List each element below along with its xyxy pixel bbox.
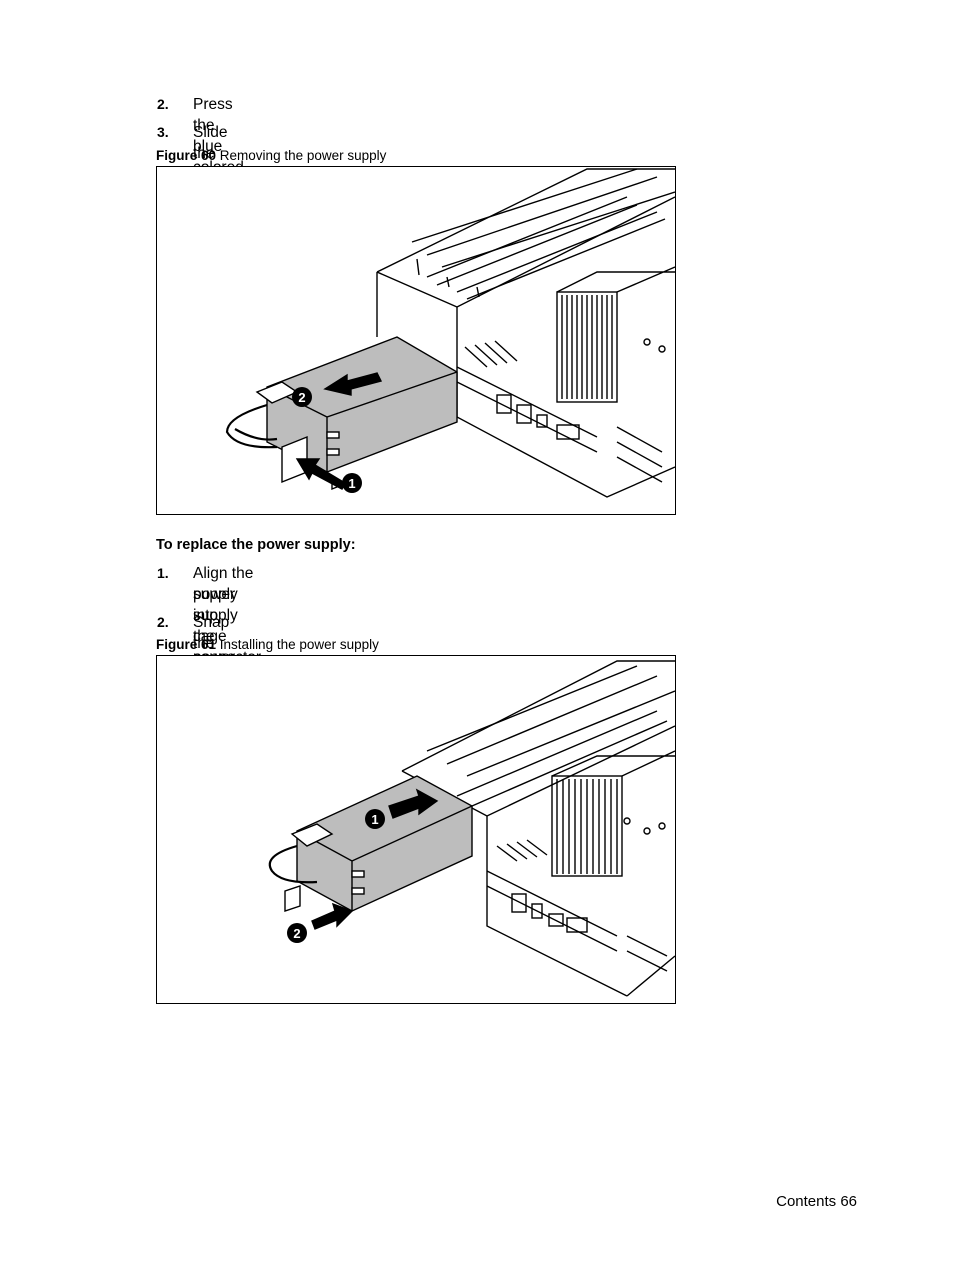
callout-1-label: 1 (348, 476, 355, 491)
figure-caption-text: Installing the power supply (219, 637, 379, 652)
server-illustration: 1 2 (268, 660, 675, 997)
figure-label: Figure 60 (156, 148, 217, 163)
server-illustration: 2 1 (225, 168, 675, 498)
step-number: 3. (157, 124, 169, 140)
figure-caption-text: Removing the power supply (219, 148, 387, 163)
callout-2 (292, 387, 312, 407)
page-footer: Contents 66 (776, 1193, 857, 1210)
callout-2-label: 2 (298, 390, 305, 405)
callout-1-label: 1 (371, 812, 378, 827)
step-number: 2. (157, 96, 169, 112)
replace-heading: To replace the power supply: (156, 537, 356, 553)
figure-61-installing-power-supply: 1 2 (156, 655, 676, 1004)
callout-2-label: 2 (293, 926, 300, 941)
step-number: 2. (157, 614, 169, 630)
callout-2 (287, 923, 307, 943)
figure-label: Figure 61 (156, 637, 217, 652)
figure-60-caption: Figure 60 Removing the power supply (156, 148, 386, 163)
callout-1 (365, 809, 385, 829)
step-number: 1. (157, 565, 169, 581)
figure-60-removing-power-supply: 2 1 (156, 166, 676, 515)
figure-61-caption: Figure 61 Installing the power supply (156, 637, 379, 652)
callout-1 (342, 473, 362, 493)
